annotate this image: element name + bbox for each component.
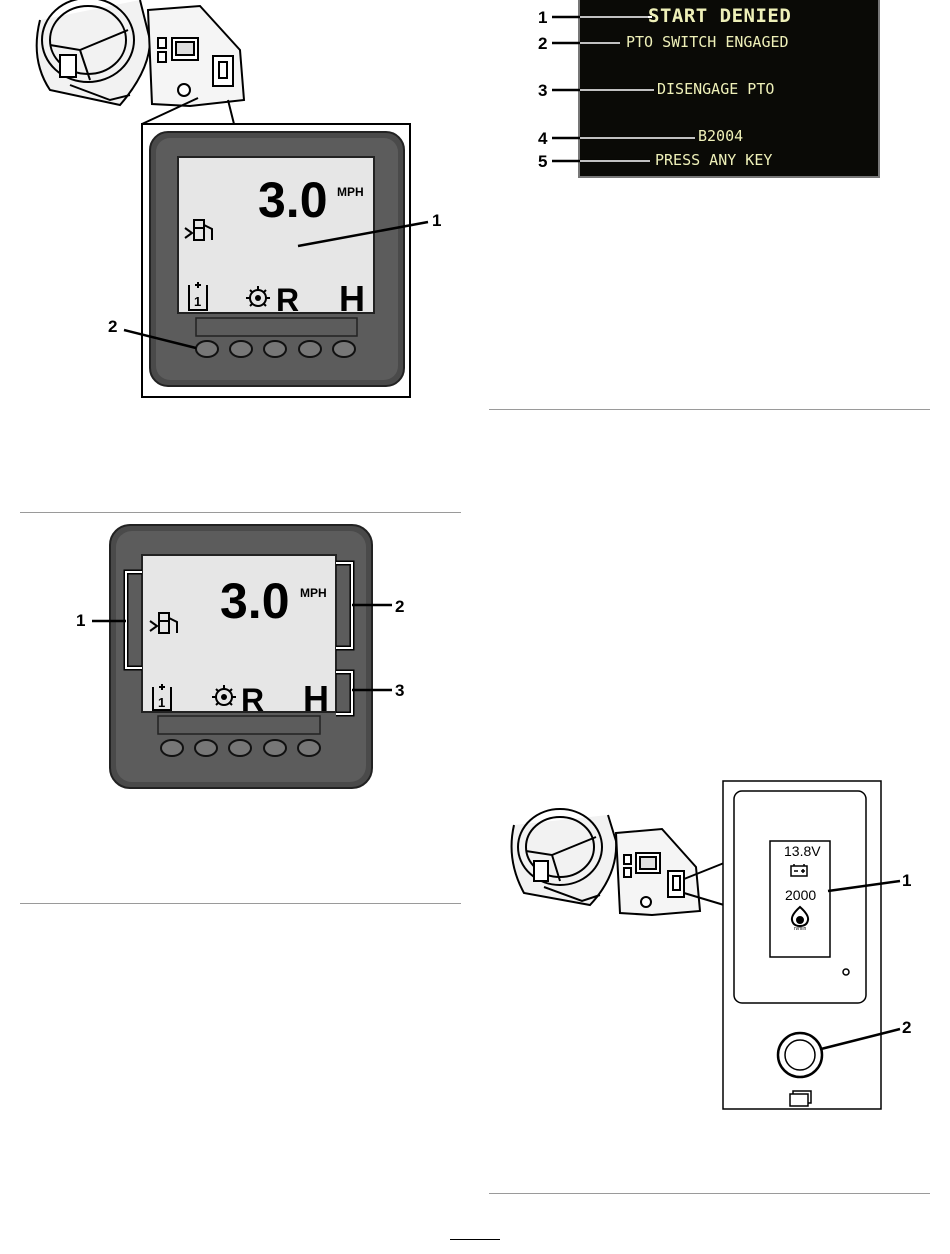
message-line-2: PTO SWITCH ENGAGED [626,33,789,51]
steering-wheel-icon [512,809,617,905]
callout-2: 2 [902,1018,911,1038]
soft-key-1 [196,341,218,357]
figure-3: START DENIED PTO SWITCH ENGAGED DISENGAG… [520,0,890,190]
section-rule [489,409,930,410]
soft-key-2 [195,740,217,756]
steering-wheel-icon [37,0,150,105]
rpm-unit: n/min [794,926,806,932]
figure-1: 1 R H 3.0 MPH 1 2 [0,0,470,410]
message-bar [196,318,357,336]
voltage-readout: 13.8V [784,843,821,859]
section-rule [20,903,461,904]
dash-panel-icon [616,829,700,915]
dashboard-overview-illustration: 1 R H 3.0 MPH [0,0,470,410]
page-number-rule [450,1239,500,1240]
callout-3: 3 [395,681,404,701]
callout-1: 1 [432,211,441,231]
message-line-5: PRESS ANY KEY [655,151,772,169]
callout-5: 5 [538,152,547,172]
section-rule [489,1193,930,1194]
callout-1: 1 [76,611,85,631]
range-text: R [241,682,264,718]
callout-2: 2 [395,597,404,617]
display-areas-illustration: 1 R H 3.0 MPH [0,515,470,805]
message-line-4: B2004 [698,127,743,145]
rpm-readout: 2000 [785,887,816,903]
figure-2: 1 R H 3.0 MPH 1 2 3 [0,515,470,805]
callout-3: 3 [538,81,547,101]
message-line-3: DISENGAGE PTO [657,80,774,98]
callout-2: 2 [538,34,547,54]
figure-4: 13.8V 2000 n/min 1 2 [490,775,930,1115]
dash-panel-icon [148,6,244,106]
side-panel-illustration [490,775,930,1115]
soft-key-3 [264,341,286,357]
soft-key-1 [161,740,183,756]
soft-key-4 [264,740,286,756]
gear-number-text: 1 [194,294,201,309]
soft-key-5 [298,740,320,756]
callout-1: 1 [902,871,911,891]
soft-key-3 [229,740,251,756]
soft-key-2 [230,341,252,357]
mode-text: H [303,678,329,719]
mode-text: H [339,278,365,319]
speed-readout: 3.0 [220,573,290,629]
section-rule [20,512,461,513]
message-bar [158,716,320,734]
message-line-1: START DENIED [648,5,791,27]
speed-unit: MPH [337,185,364,199]
range-text: R [276,282,299,318]
soft-key-4 [299,341,321,357]
speed-unit: MPH [300,586,327,600]
callout-1: 1 [538,8,547,28]
soft-key-5 [333,341,355,357]
speed-readout: 3.0 [258,172,328,228]
callout-2: 2 [108,317,117,337]
callout-4: 4 [538,129,547,149]
gear-number-text: 1 [158,695,165,710]
